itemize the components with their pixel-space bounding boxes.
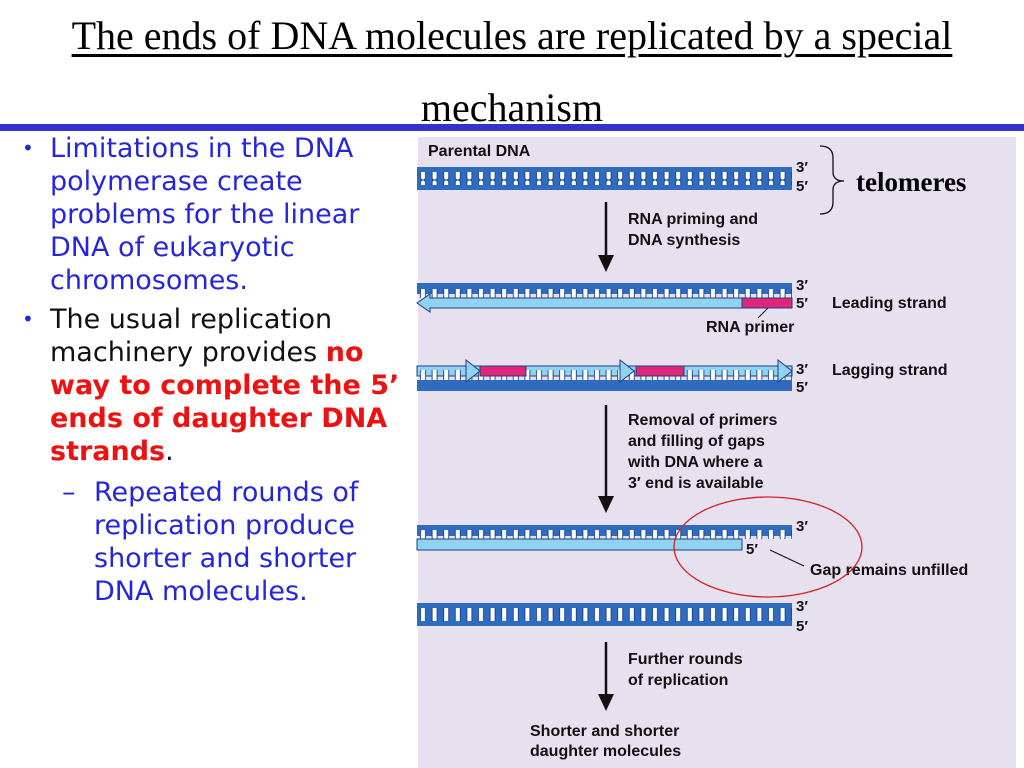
end-3-label: 3′ (796, 159, 808, 176)
rna-primer-segment (635, 365, 685, 377)
telomeres-label: telomeres (856, 167, 966, 197)
down-arrow-icon (598, 202, 614, 272)
bullet-list: • Limitations in the DNA polymerase crea… (22, 132, 414, 608)
leading-strand-label: Leading strand (832, 295, 947, 312)
rna-primer-segment (741, 297, 793, 309)
parental-dna-label: Parental DNA (428, 143, 531, 160)
lagging-strand-duplex (416, 358, 793, 391)
step-removal-line1: Removal of primers (628, 412, 777, 429)
bullet-limitations: • Limitations in the DNA polymerase crea… (22, 133, 360, 296)
end-5-label: 5′ (796, 178, 808, 195)
parental-dna-duplex (417, 167, 792, 190)
bullet-dot: • (22, 307, 34, 331)
figure-panel (418, 137, 1016, 768)
step-priming-line2: DNA synthesis (628, 232, 740, 249)
rna-primer-pointer (757, 307, 769, 319)
gap-highlight-circle (673, 496, 863, 598)
sub-bullet-shorter-molecules: – Repeated rounds of replication produce… (62, 477, 359, 607)
gap-pointer (769, 549, 805, 567)
end-5-label: 5′ (796, 379, 808, 396)
telomere-brace (819, 145, 845, 215)
end-3-label: 3′ (796, 518, 808, 535)
step-removal-line2: and filling of gaps (628, 433, 765, 450)
end-3-label: 3′ (796, 277, 808, 294)
rna-primer-segment (479, 365, 527, 377)
rna-primer-label: RNA primer (706, 319, 794, 336)
end-5-label: 5′ (796, 295, 808, 312)
bullet-dot: • (22, 136, 34, 160)
gapped-duplex (416, 525, 792, 551)
title-divider-bar (0, 124, 1024, 131)
step-further-line1: Further rounds (628, 651, 743, 668)
end-3-label: 3′ (796, 598, 808, 615)
end-5-label: 5′ (796, 618, 808, 635)
end-3-label: 3′ (796, 361, 808, 378)
bullet-replication-machinery: • The usual replication machinery provid… (22, 304, 400, 467)
down-arrow-icon (598, 405, 614, 513)
final-label-line1: Shorter and shorter (530, 723, 679, 740)
sub-bullet-dash: – (62, 477, 76, 508)
lagging-strand-label: Lagging strand (832, 362, 948, 379)
step-removal-line3: with DNA where a (627, 454, 763, 471)
step-priming-line1: RNA priming and (628, 211, 758, 228)
leading-strand-duplex (416, 283, 793, 313)
gap-label: Gap remains unfilled (810, 562, 968, 579)
emphasis-text: no way to complete the 5’ ends of daught… (50, 337, 400, 467)
step-further-line2: of replication (628, 672, 728, 689)
down-arrow-icon (598, 642, 614, 711)
step-removal-line4: 3′ end is available (628, 475, 764, 492)
end-5-label: 5′ (746, 541, 758, 558)
slide-title: The ends of DNA molecules are replicated… (71, 13, 953, 130)
final-label-line2: daughter molecules (530, 743, 681, 760)
shortened-duplex (417, 603, 792, 626)
